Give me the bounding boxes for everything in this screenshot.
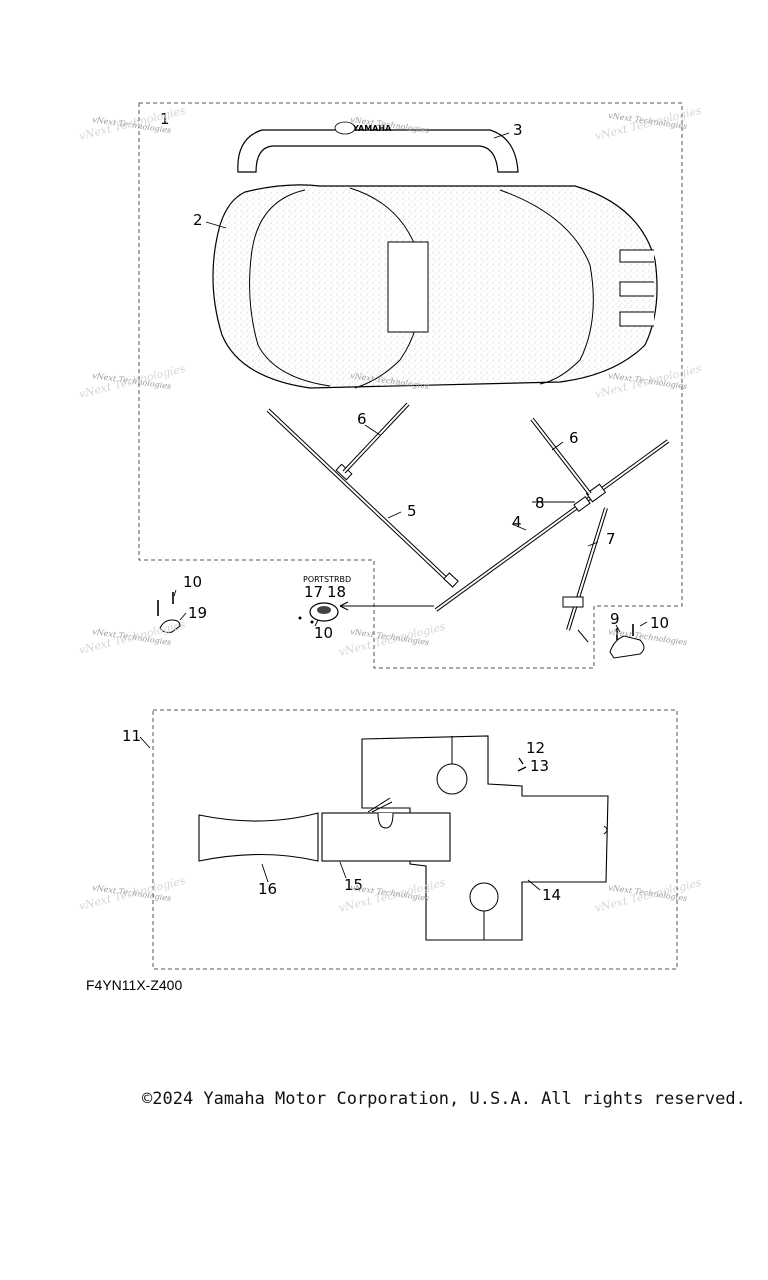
mat-part-16 <box>198 812 319 862</box>
callout-3: 3 <box>513 121 523 139</box>
strap-part-3: YAMAHA <box>237 121 519 173</box>
callout-11: 11 <box>122 727 141 745</box>
callout-18: 18 <box>327 583 346 601</box>
boat-cover-part-2 <box>212 184 658 389</box>
fitting-part-17-18 <box>298 602 589 643</box>
bracket-part-19 <box>157 592 181 633</box>
assembly-1-border <box>138 102 683 669</box>
callout-8: 8 <box>535 494 545 512</box>
support-arm-part-6-left <box>342 402 410 474</box>
copyright-notice: ©2024 Yamaha Motor Corporation, U.S.A. A… <box>142 1089 746 1109</box>
callout-10-right: 10 <box>650 614 669 632</box>
strut-part-7 <box>562 507 608 631</box>
callout-9: 9 <box>610 610 620 628</box>
callout-19: 19 <box>188 604 207 622</box>
leader-lines <box>139 132 648 891</box>
port-label: PORT <box>303 575 324 584</box>
callout-6-right: 6 <box>569 429 579 447</box>
callout-2: 2 <box>193 211 203 229</box>
callout-12: 12 <box>526 739 545 757</box>
callout-10-top-left: 10 <box>183 573 202 591</box>
watermark-logo: vNext Technologies <box>338 620 448 659</box>
callout-1: 1 <box>160 110 170 128</box>
pole-part-4 <box>434 439 670 612</box>
callout-5: 5 <box>407 502 417 520</box>
callout-17: 17 <box>304 583 323 601</box>
cover-logo-text: YAMAHA <box>352 124 392 133</box>
callout-4: 4 <box>512 513 522 531</box>
callout-15: 15 <box>344 876 363 894</box>
deck-fitting-part-9 <box>609 624 645 659</box>
figure-code: F4YN11X-Z400 <box>86 977 182 993</box>
callout-14: 14 <box>542 886 561 904</box>
callout-10-center: 10 <box>314 624 333 642</box>
callout-13: 13 <box>530 757 549 775</box>
leader-arrow-fitting <box>339 601 434 611</box>
mat-part-15 <box>321 812 451 862</box>
callout-6-left: 6 <box>357 410 367 428</box>
callout-16: 16 <box>258 880 277 898</box>
mat-kit-11-border <box>152 709 678 970</box>
support-arm-part-6-right <box>530 417 592 496</box>
callout-7: 7 <box>606 530 616 548</box>
strbd-label: STRBD <box>324 575 351 584</box>
clip-part-12-13 <box>517 757 527 772</box>
